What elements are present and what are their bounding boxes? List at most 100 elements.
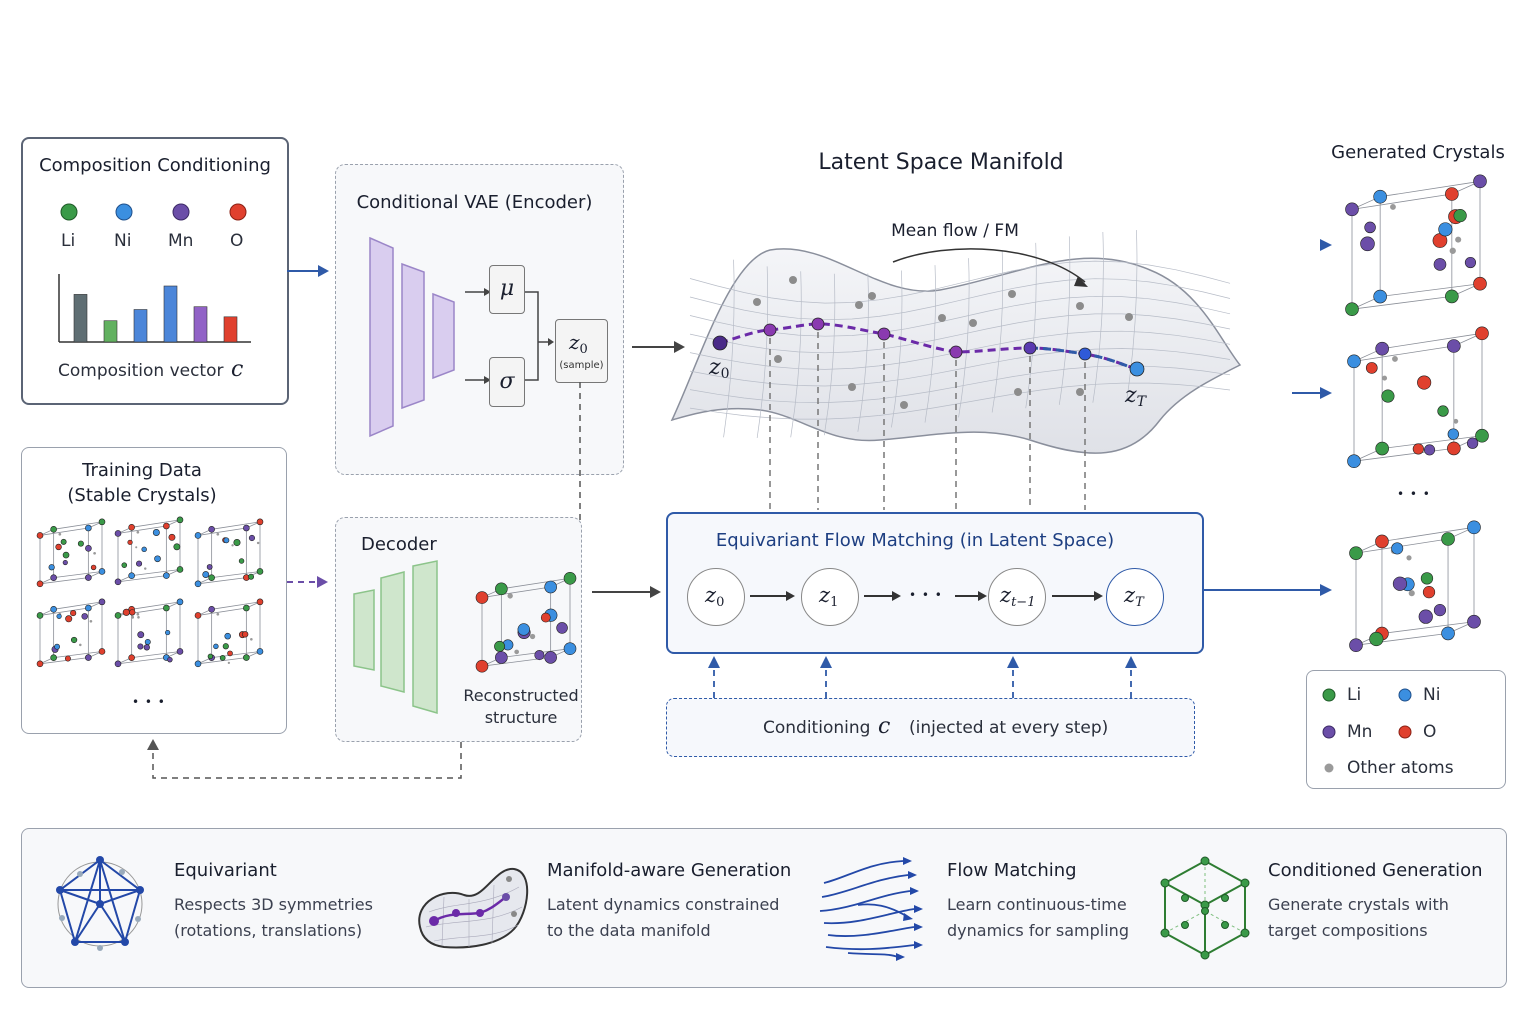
- features-panel: Equivariant Respects 3D symmetries (rota…: [21, 828, 1507, 988]
- feature-flow-title: Flow Matching: [947, 860, 1077, 881]
- latent-sample-dot: [900, 401, 908, 409]
- trajectory-point: [763, 323, 777, 337]
- manifold-z0-label: z0: [709, 355, 730, 383]
- z0-sample-box: z0 (sample): [555, 319, 608, 383]
- manifold-zt-label: zT: [1125, 383, 1146, 411]
- latent-manifold-surface: [670, 230, 1242, 510]
- manifold-icon: [418, 867, 529, 949]
- encoder-arrows: [465, 288, 554, 384]
- feature-conditioned-title: Conditioned Generation: [1268, 860, 1483, 881]
- reconstructed-line2: structure: [484, 708, 558, 727]
- sigma-symbol: σ: [499, 369, 515, 394]
- composition-bar: [163, 285, 178, 343]
- composition-bar: [223, 316, 238, 343]
- generated-crystal-1: [1345, 174, 1487, 316]
- legend-o: O: [1423, 722, 1437, 742]
- conditioning-box: Conditioning c (injected at every step): [666, 698, 1195, 757]
- cube-icon: [1160, 856, 1250, 960]
- composition-vector-symbol: c: [231, 357, 244, 382]
- trajectory-point: [1129, 361, 1145, 377]
- decoder-title: Decoder: [361, 534, 437, 555]
- trajectory-point: [949, 345, 963, 359]
- element-mn-label: Mn: [168, 231, 194, 251]
- composition-bar-chart: [58, 274, 251, 343]
- efm-node-zt-1: zt−1: [988, 568, 1046, 626]
- latent-sample-dot: [1076, 302, 1084, 310]
- training-crystal-grid: [36, 516, 264, 668]
- composition-vector-label: Composition vector: [58, 361, 224, 381]
- mu-symbol: μ: [499, 276, 515, 301]
- efm-node-zt: zT: [1106, 568, 1164, 626]
- efm-node-z0: z0: [687, 568, 745, 626]
- z0-sample-label: z0: [569, 330, 588, 358]
- generated-crystal-3: [1349, 520, 1481, 652]
- efm-arrows: [708, 239, 1332, 698]
- element-li-label: Li: [61, 231, 76, 251]
- conditioning-note: (injected at every step): [909, 718, 1109, 738]
- latent-sample-dot: [1008, 290, 1016, 298]
- reconstructed-crystal: [475, 571, 577, 673]
- equivariant-icon: [56, 856, 144, 951]
- latent-sample-dot: [938, 314, 946, 322]
- element-o-label: O: [230, 231, 244, 251]
- efm-title: Equivariant Flow Matching (in Latent Spa…: [715, 530, 1115, 551]
- composition-bar: [193, 306, 208, 343]
- encoder-title: Conditional VAE (Encoder): [356, 192, 593, 213]
- composition-bar: [73, 294, 88, 343]
- composition-bar: [133, 309, 148, 343]
- mu-box: μ: [489, 265, 525, 314]
- latent-sample-dot: [1125, 313, 1133, 321]
- training-title-line1: Training Data: [82, 460, 202, 481]
- decoder-layers: [353, 560, 438, 714]
- latent-sample-dot: [1076, 388, 1084, 396]
- composition-panel: Composition Conditioning Li Ni Mn O Comp…: [21, 137, 289, 405]
- left-connectors: [147, 265, 685, 779]
- feature-conditioned-desc: Generate crystals with target compositio…: [1268, 895, 1449, 940]
- latent-sample-dot: [848, 383, 856, 391]
- latent-sample-dot: [774, 355, 782, 363]
- encoder-layers: [369, 236, 455, 438]
- atom-legend: Li Ni Mn O Other atoms: [1306, 670, 1506, 789]
- conditioning-label: Conditioning: [763, 718, 871, 738]
- efm-node-z1: z1: [801, 568, 859, 626]
- manifold-title: Latent Space Manifold: [818, 150, 1064, 175]
- trajectory-point: [1078, 347, 1092, 361]
- legend-mn: Mn: [1347, 722, 1373, 742]
- generated-ellipsis: • • •: [1397, 487, 1431, 501]
- feature-manifold-desc: Latent dynamics constrained to the data …: [547, 895, 780, 940]
- latent-sample-dot: [969, 319, 977, 327]
- sample-label: (sample): [559, 360, 604, 371]
- trajectory-point: [1023, 341, 1037, 355]
- trajectory-point: [877, 327, 891, 341]
- decoder-box: Decoder Reconstructed structure: [335, 517, 582, 742]
- composition-bar: [103, 320, 118, 343]
- conditioning-symbol: c: [878, 714, 891, 739]
- trajectory-point: [811, 317, 825, 331]
- sigma-box: σ: [489, 357, 525, 407]
- latent-sample-dot: [753, 298, 761, 306]
- training-title-line2: (Stable Crystals): [67, 485, 217, 506]
- latent-sample-dot: [855, 301, 863, 309]
- trajectory-point: [712, 335, 728, 351]
- latent-sample-dot: [868, 292, 876, 300]
- composition-title: Composition Conditioning: [39, 155, 271, 176]
- flow-label: Mean flow / FM: [891, 221, 1019, 241]
- training-panel: Training Data (Stable Crystals) • • •: [21, 447, 287, 734]
- legend-li: Li: [1347, 685, 1362, 705]
- feature-flow-desc: Learn continuous-time dynamics for sampl…: [947, 895, 1129, 940]
- efm-ellipsis: • • •: [909, 588, 943, 602]
- generated-title: Generated Crystals: [1331, 142, 1505, 163]
- feature-equivariant-title: Equivariant: [174, 860, 277, 881]
- legend-other: Other atoms: [1347, 758, 1454, 778]
- feature-equivariant-desc: Respects 3D symmetries (rotations, trans…: [174, 895, 373, 940]
- flow-icon: [819, 857, 923, 961]
- reconstructed-line1: Reconstructed: [463, 686, 579, 705]
- legend-dots-left: [1322, 688, 1336, 773]
- legend-ni: Ni: [1423, 685, 1441, 705]
- element-ni-label: Ni: [114, 231, 132, 251]
- training-ellipsis: • • •: [132, 695, 166, 709]
- feature-manifold-title: Manifold-aware Generation: [547, 860, 792, 881]
- legend-dots-right: [1398, 688, 1412, 739]
- generated-crystal-2: [1347, 326, 1489, 468]
- latent-sample-dot: [1014, 388, 1022, 396]
